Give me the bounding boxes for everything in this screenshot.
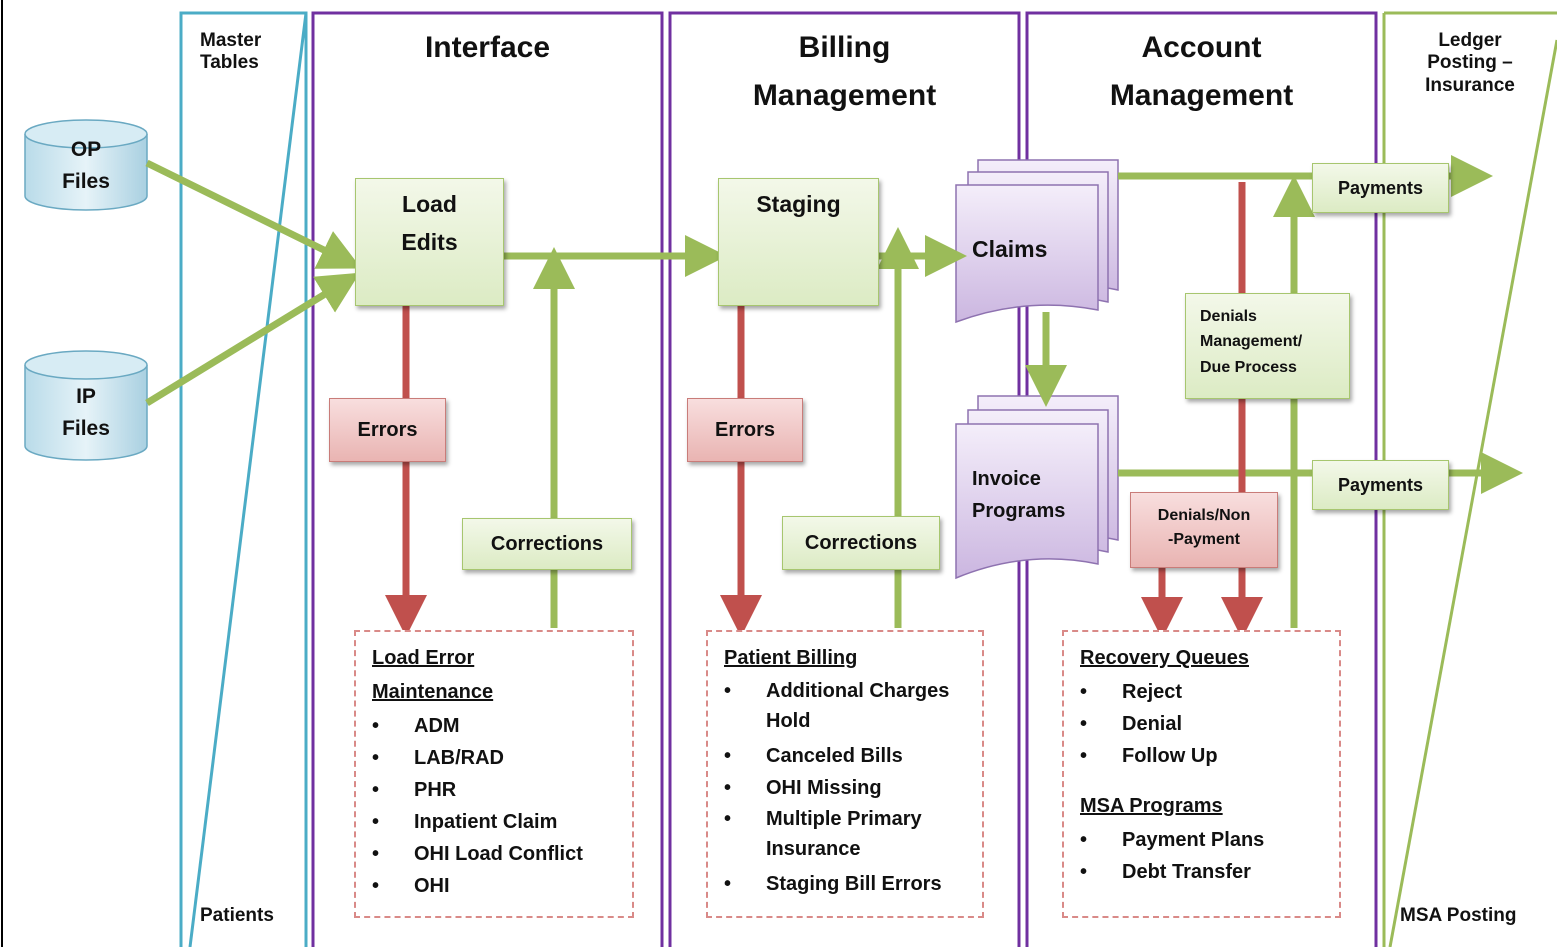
denials-nonpayment-label-2: -Payment xyxy=(1167,531,1241,548)
list-item: OHI Missing xyxy=(708,772,982,804)
load-edits-label-1: Load xyxy=(402,191,457,217)
msa-programs-title: MSA Programs xyxy=(1080,795,1223,817)
denials-nonpayment-box: Denials/Non -Payment xyxy=(1130,492,1278,568)
list-item: Multiple Primary Insurance xyxy=(708,804,982,864)
list-item: PHR xyxy=(356,774,632,806)
patient-billing-list: Additional Charges Hold Canceled Bills O… xyxy=(708,676,982,900)
claims-label: Claims xyxy=(972,236,1048,262)
op-files-cylinder xyxy=(24,119,148,211)
payments-top-label: Payments xyxy=(1337,177,1424,198)
billing-header-line2: Management xyxy=(752,79,937,112)
list-item: Staging Bill Errors xyxy=(708,868,982,900)
billing-header-line1: Billing xyxy=(798,31,891,64)
payments-bottom-box: Payments xyxy=(1312,460,1449,510)
denials-nonpayment-label-1: Denials/Non xyxy=(1157,507,1251,524)
msa-posting-label: MSA Posting xyxy=(1400,905,1517,926)
list-item: ADM xyxy=(356,710,632,742)
staging-box: Staging xyxy=(718,178,879,306)
patient-billing-panel: Patient Billing Additional Charges Hold … xyxy=(706,630,984,918)
patients-label: Patients xyxy=(200,905,274,926)
account-header-line2: Management xyxy=(1109,79,1294,112)
invoice-document-stack xyxy=(955,395,1119,580)
interface-frame xyxy=(311,11,664,947)
load-error-title-1: Load Error xyxy=(372,647,475,669)
corrections-interface-box: Corrections xyxy=(462,518,632,570)
list-item: Payment Plans xyxy=(1064,824,1339,856)
account-header-line1: Account xyxy=(1141,31,1262,64)
invoice-label-1: Invoice xyxy=(972,468,1041,490)
list-item: OHI xyxy=(356,870,632,902)
ip-files-cylinder xyxy=(24,350,148,461)
load-error-title-2: Maintenance xyxy=(372,681,494,703)
patient-billing-title: Patient Billing xyxy=(724,647,858,669)
list-item: LAB/RAD xyxy=(356,742,632,774)
list-item: Follow Up xyxy=(1064,740,1339,772)
invoice-label-2: Programs xyxy=(972,500,1066,522)
list-item: Canceled Bills xyxy=(708,740,982,772)
corrections-billing-label: Corrections xyxy=(804,531,918,554)
staging-label: Staging xyxy=(756,191,841,217)
op-files-label-2: Files xyxy=(62,170,110,193)
errors-interface-box: Errors xyxy=(329,398,446,462)
denials-management-box: Denials Management/ Due Process xyxy=(1185,293,1350,399)
denials-management-label-3: Due Process xyxy=(1200,359,1297,376)
msa-programs-list: Payment Plans Debt Transfer xyxy=(1064,824,1339,888)
payments-bottom-label: Payments xyxy=(1337,474,1424,495)
denials-management-label-2: Management/ xyxy=(1200,333,1303,350)
master-tables-header: Master Tables xyxy=(200,30,262,74)
load-error-maintenance-panel: Load Error Maintenance ADM LAB/RAD PHR I… xyxy=(354,630,634,918)
corrections-interface-label: Corrections xyxy=(490,532,604,555)
ip-files-label-1: IP xyxy=(76,385,96,408)
denials-management-label-1: Denials xyxy=(1200,308,1257,325)
list-item: Inpatient Claim xyxy=(356,806,632,838)
list-item: Reject xyxy=(1064,676,1339,708)
list-item: Additional Charges Hold xyxy=(708,676,982,736)
ledger-header: Ledger Posting – Insurance xyxy=(1425,30,1515,96)
ip-files-label-2: Files xyxy=(62,417,110,440)
load-error-list: ADM LAB/RAD PHR Inpatient Claim OHI Load… xyxy=(356,710,632,902)
load-edits-box: Load Edits xyxy=(355,178,504,306)
errors-billing-box: Errors xyxy=(687,398,803,462)
corrections-billing-box: Corrections xyxy=(782,516,940,570)
master-tables-frame xyxy=(179,11,308,947)
payments-top-box: Payments xyxy=(1312,163,1449,213)
op-files-label-1: OP xyxy=(70,138,102,161)
recovery-queues-panel: Recovery Queues Reject Denial Follow Up … xyxy=(1062,630,1341,918)
recovery-queues-title: Recovery Queues xyxy=(1080,647,1249,669)
interface-header: Interface xyxy=(424,31,551,64)
recovery-queues-list: Reject Denial Follow Up xyxy=(1064,676,1339,772)
claims-document-stack xyxy=(955,159,1119,324)
list-item: OHI Load Conflict xyxy=(356,838,632,870)
list-item: Denial xyxy=(1064,708,1339,740)
list-item: Debt Transfer xyxy=(1064,856,1339,888)
load-edits-label-2: Edits xyxy=(401,229,458,255)
errors-interface-label: Errors xyxy=(357,418,418,441)
errors-billing-label: Errors xyxy=(714,418,776,441)
